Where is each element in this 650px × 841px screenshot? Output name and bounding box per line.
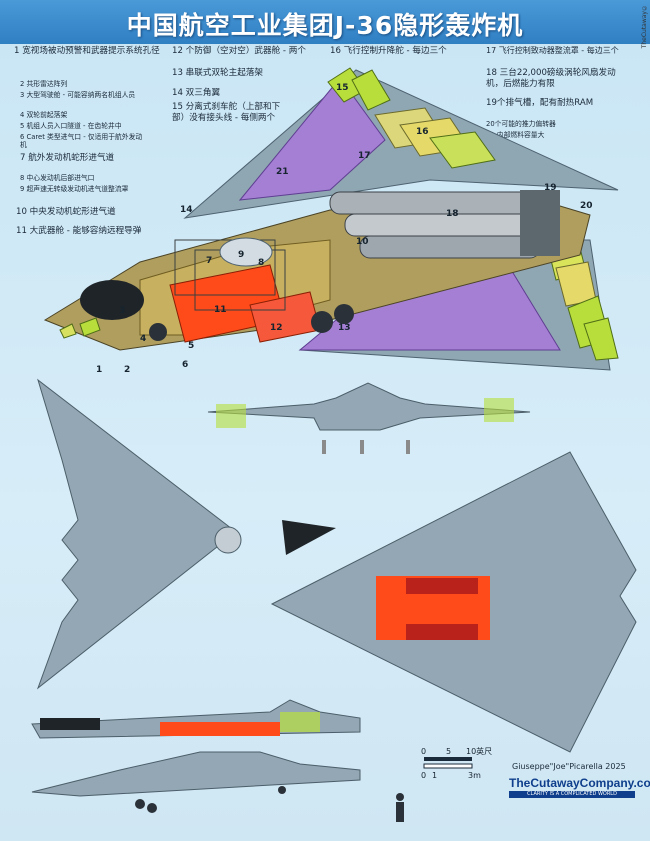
callout-21: 21 — [276, 167, 289, 177]
main-gear-wheel-2 — [334, 304, 354, 324]
callout-15: 15 — [336, 83, 349, 93]
legend-item-12: 12 个防御（空对空）武器舱 - 两个 — [172, 46, 306, 56]
legend-item-18: 18 三台22,000磅级涡轮风扇发动机，后燃能力有限 — [486, 68, 616, 89]
cockpit-canopy — [80, 280, 144, 320]
top-view-airframe — [36, 378, 237, 690]
engine-group — [329, 190, 560, 259]
callout-5: 5 — [188, 341, 194, 351]
callout-12: 12 — [270, 323, 283, 333]
nose-gear-wheel — [149, 323, 167, 341]
legend-item-17: 17 飞行控制致动器整流罩 - 每边三个 — [486, 46, 619, 55]
scale-top-10: 10英尺 — [466, 746, 492, 756]
artist-credit: Giuseppe"Joe"Picarella 2025 — [512, 762, 626, 771]
top-view-intake — [214, 526, 242, 554]
radar-array-2 — [79, 317, 101, 337]
upper-elevon-c — [429, 131, 496, 169]
legend-item-7: 7 航外发动机蛇形进气道 — [20, 153, 115, 163]
scale-top-5: 5 — [446, 747, 451, 756]
front-view — [207, 382, 531, 454]
legend-item-4: 4 双轮前起落架 — [20, 111, 68, 119]
callout-14: 14 — [180, 205, 193, 215]
callout-10: 10 — [356, 237, 369, 247]
callout-20: 20 — [580, 201, 593, 211]
sensor-aperture-1 — [59, 323, 77, 339]
center-intake — [219, 237, 273, 267]
callout-6: 6 — [182, 360, 188, 370]
legend-item-1: 1 宽视场被动预警和武器提示系统孔径 — [14, 46, 160, 56]
legend-item-21: 21 内部燃料容量大 — [486, 131, 545, 139]
page-title: 中国航空工业集团J-36隐形轰炸机 — [126, 11, 524, 40]
brand-tagline: CLARITY IS A COMPLICATED WORLD — [509, 791, 635, 798]
top-view-cockpit — [282, 520, 336, 555]
legend-item-11: 11 大武器舱 - 能够容纳远程导弹 — [16, 226, 142, 236]
brand-logo: TheCutawayCompany.com — [509, 776, 650, 790]
side-view-low — [31, 751, 361, 797]
scale-top-0: 0 — [421, 747, 426, 756]
legend-item-3: 3 大型驾驶舱 - 可能容纳两名机组人员 — [20, 91, 136, 99]
upper-fuel-tank — [238, 77, 386, 201]
callout-2: 2 — [124, 365, 130, 375]
callout-8: 8 — [258, 258, 264, 268]
scale-bottom-3m: 3m — [468, 771, 481, 780]
side-view-weapons-bay — [160, 722, 280, 736]
callout-3: 3 — [119, 306, 125, 316]
callout-11: 11 — [214, 305, 227, 315]
legend-item-13: 13 串联式双轮主起落架 — [172, 68, 264, 78]
legend-item-2: 2 共形雷达阵列 — [20, 80, 68, 88]
legend-item-8: 8 中心发动机后部进气口 — [20, 174, 95, 182]
legend-item-15: 15 分离式刹车舵（上部和下部）没有接头线 - 每侧两个 — [172, 102, 281, 123]
legend-item-6: 6 Caret 类型进气口 - 仅适用于航外发动机 — [20, 133, 143, 150]
legend-item-20: 20个可能的推力偏转器 — [486, 120, 556, 128]
upper-brake-rudder-b — [351, 69, 391, 111]
scale-bottom-1: 1 — [432, 771, 437, 780]
legend-item-9: 9 超声速无转级发动机进气道整流罩 — [20, 185, 129, 193]
title-bar — [0, 0, 650, 44]
legend-item-5: 5 机组人员入口隧道 - 在齿轮井中 — [20, 122, 122, 130]
callout-1: 1 — [96, 365, 102, 375]
callout-17: 17 — [358, 151, 371, 161]
legend-item-19: 19个排气槽，配有耐热RAM — [486, 98, 594, 108]
legend-item-16: 16 飞行控制升降舵 - 每边三个 — [330, 46, 447, 56]
main-gear-wheel — [311, 311, 333, 333]
callout-7: 7 — [206, 256, 212, 266]
person-silhouette — [396, 793, 404, 822]
callout-13: 13 — [338, 323, 351, 333]
lower-brake-rudder-b — [583, 317, 619, 361]
callout-19: 19 — [544, 183, 557, 193]
scale-bottom-0: 0 — [421, 771, 426, 780]
callout-9: 9 — [238, 250, 244, 260]
callout-18: 18 — [446, 209, 459, 219]
callout-16: 16 — [416, 127, 429, 137]
legend-item-14: 14 双三角翼 — [172, 88, 221, 98]
legend-item-10: 10 中央发动机蛇形进气道 — [16, 207, 116, 217]
callout-4: 4 — [140, 334, 146, 344]
scale-bar — [423, 757, 473, 769]
